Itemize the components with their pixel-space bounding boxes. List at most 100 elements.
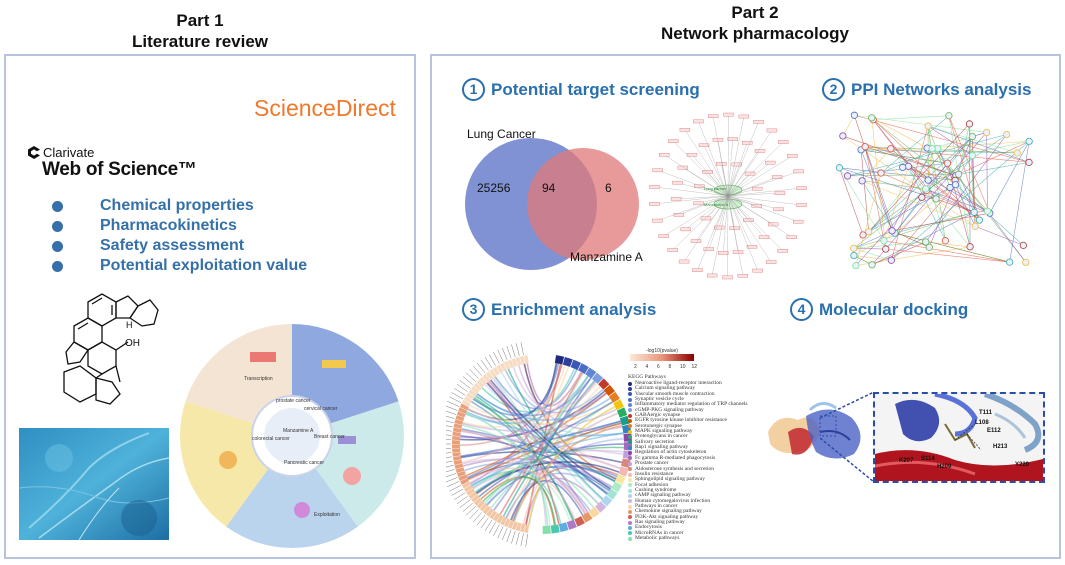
kegg-legend-item: Prostate cancer bbox=[628, 460, 748, 466]
legend-swatch bbox=[628, 531, 632, 536]
topic-item: Chemical properties bbox=[52, 196, 307, 216]
kegg-legend-item: Rap1 signaling pathway bbox=[628, 444, 748, 450]
part1-heading: Part 1 bbox=[176, 11, 224, 30]
legend-swatch bbox=[628, 435, 632, 440]
topic-item: Safety assessment bbox=[52, 236, 307, 256]
kegg-legend-item: Serotonergic synapse bbox=[628, 423, 748, 429]
clarivate-icon bbox=[28, 146, 40, 159]
kegg-legend-item: PI3K-Akt signaling pathway bbox=[628, 514, 748, 520]
venn-circle-manzamine bbox=[527, 148, 639, 260]
svg-text:Lung cancer: Lung cancer bbox=[704, 186, 727, 191]
section-number-badge: 3 bbox=[462, 298, 485, 321]
manzamine-structure-image: OH H bbox=[63, 293, 159, 405]
kegg-legend-item: GABAergic synapse bbox=[628, 412, 748, 418]
legend-swatch bbox=[628, 525, 632, 530]
legend-swatch bbox=[628, 392, 632, 397]
kegg-legend-item: Calcium signaling pathway bbox=[628, 385, 748, 392]
chord-diagram bbox=[446, 342, 632, 547]
venn-diagram bbox=[465, 138, 639, 270]
svg-text:prostate cancer: prostate cancer bbox=[276, 398, 311, 404]
residue-label: Y220 bbox=[1015, 462, 1030, 468]
sciencedirect-logo: ScienceDirect bbox=[254, 95, 396, 121]
bullet-icon bbox=[52, 261, 63, 272]
kegg-legend-item: Metabolic pathways bbox=[628, 535, 748, 541]
residue-label: H213 bbox=[993, 444, 1008, 450]
section-number-badge: 1 bbox=[462, 78, 485, 101]
legend-swatch bbox=[628, 429, 632, 434]
kegg-legend-item: Chemokine signaling pathway bbox=[628, 508, 748, 514]
legend-swatch bbox=[628, 520, 632, 525]
wheel-center-label: Manzamine A bbox=[283, 428, 314, 434]
venn-count-left: 25256 bbox=[477, 181, 511, 195]
kegg-legend-item: MAPK signaling pathway bbox=[628, 428, 748, 434]
kegg-legend-item: Insulin resistance bbox=[628, 471, 748, 477]
part1-title: Part 1 Literature review bbox=[90, 10, 310, 52]
venn-label-manzamine: Manzamine A bbox=[570, 250, 643, 264]
kegg-legend-item: Salivary secretion bbox=[628, 439, 748, 445]
kegg-legend-item: Regulation of actin cytoskeleton bbox=[628, 450, 748, 455]
part2-heading: Part 2 bbox=[731, 3, 779, 22]
marine-sponge-photo bbox=[19, 428, 169, 540]
venn-count-overlap: 94 bbox=[542, 181, 556, 195]
residue-label: L108 bbox=[975, 420, 989, 426]
kegg-legend-item: Ras signaling pathway bbox=[628, 519, 748, 525]
legend-swatch bbox=[628, 397, 632, 402]
legend-swatch bbox=[628, 456, 632, 461]
target-network-graph: Lung cancer Manzamine A bbox=[649, 112, 807, 280]
bullet-icon bbox=[52, 221, 63, 232]
section-number-badge: 2 bbox=[822, 78, 845, 101]
docking-complex-image bbox=[768, 402, 861, 459]
residue-label: H209 bbox=[937, 464, 952, 470]
residue-label: S114 bbox=[921, 456, 935, 462]
topic-item: Pharmacokinetics bbox=[52, 216, 307, 236]
part2-subheading: Network pharmacology bbox=[661, 24, 849, 43]
svg-text:cervical cancer: cervical cancer bbox=[304, 406, 338, 412]
legend-swatch bbox=[628, 488, 632, 493]
legend-swatch bbox=[628, 467, 632, 472]
legend-swatch bbox=[628, 493, 632, 498]
kegg-legend-item: Inflammatory mediator regulation of TRP … bbox=[628, 401, 748, 408]
part2-title: Part 2 Network pharmacology bbox=[610, 2, 900, 44]
kegg-legend-item: Fc gamma R-mediated phagocytosis bbox=[628, 455, 748, 461]
legend-swatch bbox=[628, 413, 632, 418]
scale-tick-label: 10 bbox=[680, 364, 686, 370]
svg-text:-log10(pvalue): -log10(pvalue) bbox=[646, 348, 678, 354]
clarivate-label: Clarivate bbox=[43, 145, 95, 160]
kegg-legend-item: cAMP signaling pathway bbox=[628, 492, 748, 498]
ppi-network-graph bbox=[835, 111, 1033, 270]
kegg-legend-item: Synaptic vesicle cycle bbox=[628, 396, 748, 402]
legend-swatch bbox=[628, 509, 632, 514]
svg-text:colorectal cancer: colorectal cancer bbox=[252, 436, 290, 442]
kegg-legend-item: cGMP-PKG signaling pathway bbox=[628, 407, 748, 413]
topic-item: Potential exploitation value bbox=[52, 256, 307, 276]
legend-swatch bbox=[628, 387, 632, 392]
scale-tick-label: 2 bbox=[634, 364, 637, 370]
svg-text:OH: OH bbox=[125, 338, 140, 349]
legend-swatch bbox=[628, 536, 632, 541]
zoom-connector-lines bbox=[820, 392, 875, 483]
svg-text:Pancreatic cancer: Pancreatic cancer bbox=[284, 460, 324, 466]
kegg-legend-item: Focal adhesion bbox=[628, 482, 748, 488]
kegg-legend: KEGG Pathways Neuroactive ligand-recepto… bbox=[628, 374, 748, 541]
legend-swatch bbox=[628, 472, 632, 477]
venn-count-right: 6 bbox=[605, 181, 612, 195]
residue-label: E112 bbox=[987, 428, 1001, 434]
legend-swatch bbox=[628, 440, 632, 445]
scale-tick-label: 4 bbox=[646, 364, 649, 370]
residue-label: K207 bbox=[899, 458, 914, 464]
kegg-legend-item: MicroRNAs in cancer bbox=[628, 530, 748, 536]
kegg-legend-item: Neuroactive ligand-receptor interaction bbox=[628, 380, 748, 386]
part1-subheading: Literature review bbox=[131, 32, 269, 51]
legend-swatch bbox=[628, 477, 632, 482]
kegg-legend-item: Pathways in cancer bbox=[628, 503, 748, 509]
svg-text:Manzamine A: Manzamine A bbox=[704, 202, 729, 207]
kegg-legend-item: Human cytomegalovirus infection bbox=[628, 498, 748, 504]
legend-swatch bbox=[628, 403, 632, 408]
scale-tick-label: 8 bbox=[669, 364, 672, 370]
section-number-badge: 4 bbox=[790, 298, 813, 321]
